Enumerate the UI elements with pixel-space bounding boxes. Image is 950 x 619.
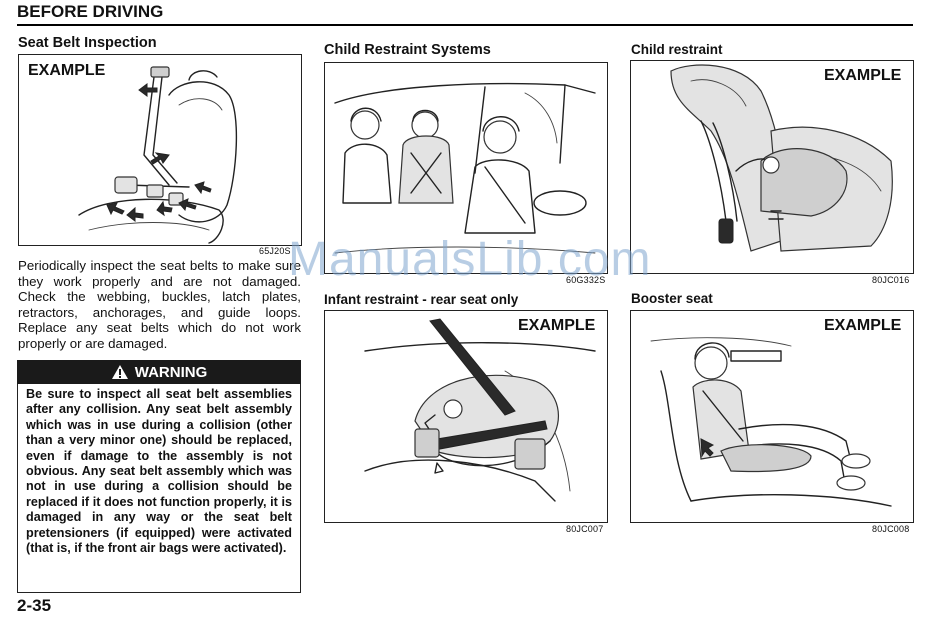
booster-seat-figure: EXAMPLE xyxy=(630,310,914,523)
family-car-illustration xyxy=(334,82,596,254)
seat-belt-illustration xyxy=(78,66,238,244)
section-header: BEFORE DRIVING xyxy=(17,2,164,21)
booster-seat-illustration xyxy=(650,337,892,507)
warning-text: Be sure to inspect all seat belt assembl… xyxy=(17,384,301,593)
child-restraint-systems-heading: Child Restraint Systems xyxy=(324,42,491,58)
seat-belt-figure: EXAMPLE xyxy=(18,54,302,246)
header-rule xyxy=(17,24,913,26)
page-number: 2-35 xyxy=(17,596,52,615)
infant-restraint-heading: Infant restraint - rear seat only xyxy=(324,292,519,307)
infant-seat-illustration xyxy=(364,318,596,502)
figure-code: 80JC008 xyxy=(872,524,910,534)
figure-code: 80JC016 xyxy=(872,275,910,285)
child-seat-illustration xyxy=(670,64,893,252)
inspection-paragraph: Periodically inspect the seat belts to m… xyxy=(18,258,301,351)
warning-header: WARNING xyxy=(17,360,301,384)
warning-triangle-icon xyxy=(111,365,128,379)
child-restraint-figure: EXAMPLE xyxy=(630,60,914,274)
figure-example-label: EXAMPLE xyxy=(824,67,902,84)
watermark: ManualsLib.com xyxy=(288,233,652,286)
booster-seat-heading: Booster seat xyxy=(631,291,713,306)
seat-belt-inspection-heading: Seat Belt Inspection xyxy=(18,35,157,51)
figure-code: 60G332S xyxy=(566,275,606,285)
family-car-figure xyxy=(324,62,608,274)
figure-example-label: EXAMPLE xyxy=(28,62,106,79)
figure-example-label: EXAMPLE xyxy=(518,317,596,334)
figure-code: 80JC007 xyxy=(566,524,604,534)
infant-restraint-figure: EXAMPLE xyxy=(324,310,608,523)
figure-code: 65J20S xyxy=(259,246,291,256)
child-restraint-heading: Child restraint xyxy=(631,42,723,57)
figure-example-label: EXAMPLE xyxy=(824,317,902,334)
warning-title: WARNING xyxy=(134,363,208,381)
